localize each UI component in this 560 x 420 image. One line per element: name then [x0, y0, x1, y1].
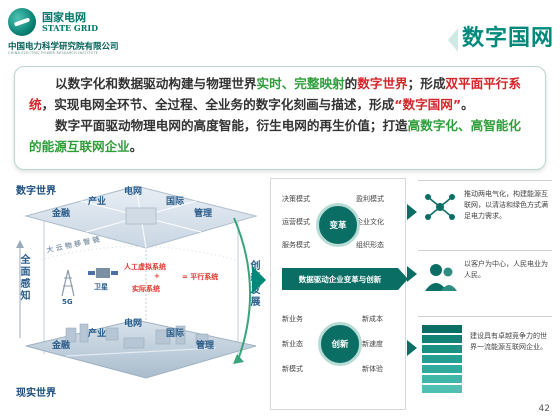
flow-bottom-item-1: 新业务	[282, 315, 303, 323]
top-plane-finance-label: 金融	[52, 209, 71, 219]
bottom-plane-industry-label: 产业	[88, 329, 107, 339]
data-driven-banner: 数据驱动企业变革与创新	[282, 268, 408, 290]
highlight-parallel-system: 双平面平行系统	[29, 76, 521, 112]
institute-english-name: CHINA ELECTRIC POWER RESEARCH INSTITUTE	[8, 51, 99, 55]
top-plane-industry-label: 产业	[88, 197, 107, 207]
info-box-energy: 推动两电气化，构建能源互联网，以清洁和绿色方式满足电力需求。	[418, 180, 552, 244]
parallel-system-label: = 平行系统	[182, 273, 219, 281]
flow-bottom-item-6: 新体验	[362, 365, 383, 373]
institute-name: 中国电力科学研究院有限公司	[8, 42, 119, 52]
intro-text: 数字平面驱动物理电网的高度智能，衍生电网的再生价值；打造	[55, 118, 408, 133]
highlight-digital-grid: “数字国网”	[394, 97, 462, 112]
info-text-energy: 推动两电气化，构建能源互联网，以清洁和绿色方式满足电力需求。	[464, 190, 548, 220]
right-arrow-icon	[407, 266, 417, 282]
flow-bottom-item-3: 新业态	[282, 340, 303, 348]
intro-paragraph-2: 数字平面驱动物理电网的高度智能，衍生电网的再生价值；打造高数字化、高智能化的能源…	[29, 115, 533, 157]
top-plane-grid-label: 电网	[124, 187, 143, 197]
illustration-drawing	[16, 185, 258, 379]
flow-arrow-icon	[252, 266, 266, 294]
slide-title: 数字国网	[461, 26, 554, 51]
plus-sign: +	[154, 272, 160, 280]
state-grid-logo-icon	[8, 8, 36, 36]
digital-world-label: 数字世界	[16, 186, 56, 197]
info-text-enterprise: 建设具有卓越竞争力的世界一流能源互联网企业。	[470, 332, 547, 351]
info-box-enterprise: 建设具有卓越竞争力的世界一流能源互联网企业。	[418, 316, 552, 410]
flow-top-item-4: 企业文化	[356, 218, 384, 226]
top-plane-intl-label: 国际	[166, 197, 185, 207]
flow-top-item-3: 运营模式	[282, 218, 310, 226]
intro-paragraph-1: 以数字化和数据驱动构建与物理世界实时、完整映射的数字世界；形成双平面平行系统，实…	[29, 73, 533, 115]
reform-circle: 变革	[316, 203, 360, 247]
comprehensive-perception-label: 全面感知	[18, 254, 29, 302]
bottom-plane-finance-label: 金融	[52, 341, 71, 351]
top-plane-mgmt-label: 管理	[194, 209, 213, 219]
real-world-label: 现实世界	[16, 388, 56, 399]
info-box-customer: 以客户为中心，人民电业为人民。	[418, 250, 552, 314]
flow-bottom-item-5: 新模式	[282, 365, 303, 373]
company-logo: 国家电网 STATE GRID 中国电力科学研究院有限公司 CHINA ELEC…	[8, 8, 158, 55]
logo-english-name: STATE GRID	[42, 23, 99, 33]
innovation-circle: 创新	[318, 322, 362, 366]
intro-text: 的	[344, 76, 358, 91]
satellite-label: 卫星	[94, 283, 108, 291]
network-icon	[425, 194, 455, 220]
right-arrow-icon	[407, 340, 417, 356]
flow-bottom-item-4: 新速度	[362, 340, 383, 348]
highlight-digital-world: 数字世界	[357, 76, 408, 91]
intro-text: 以数字化和数据驱动构建与物理世界	[55, 76, 257, 91]
flow-top-item-2: 盈利模式	[356, 195, 384, 203]
stair-icon	[422, 325, 462, 393]
highlight-realtime-mapping: 实时、完整映射	[256, 76, 345, 91]
slide-title-area: 数字国网	[394, 16, 554, 58]
actual-system-label: 实际系统	[132, 285, 160, 293]
bottom-plane-intl-label: 国际	[166, 329, 185, 339]
logo-chinese-name: 国家电网	[42, 11, 86, 24]
flow-top-item-1: 决策模式	[282, 195, 310, 203]
intro-text: ；形成	[407, 76, 446, 91]
page-number: 42	[538, 404, 550, 414]
highlight-energy-internet-enterprise: 高数字化、高智能化的能源互联网企业	[29, 118, 521, 154]
bottom-plane-mgmt-label: 管理	[196, 341, 215, 351]
intro-text-box: 以数字化和数据驱动构建与物理世界实时、完整映射的数字世界；形成双平面平行系统，实…	[14, 66, 546, 170]
people-icon	[425, 264, 457, 291]
parallel-system-illustration: 数字世界 电网 产业 金融 国际 管理 大 云 物 移 智 链 全面感知 创新发…	[6, 178, 272, 412]
intro-text: ，实现电网全环节、全过程、全业务的数字化刻画与描述，形成	[41, 97, 395, 112]
flow-bottom-item-2: 新成本	[362, 315, 383, 323]
flow-top-item-6: 组织形态	[356, 241, 384, 249]
bottom-plane-grid-label: 电网	[124, 319, 143, 329]
right-arrow-icon	[407, 204, 417, 220]
title-arrow-decoration	[448, 28, 458, 52]
5g-label: 5G	[62, 298, 73, 306]
intro-text: 。	[461, 97, 474, 112]
virtual-system-label: 人工虚拟系统	[124, 263, 166, 271]
intro-text: 。	[129, 139, 143, 154]
info-text-customer: 以客户为中心，人民电业为人民。	[464, 260, 548, 279]
flow-top-item-5: 服务模式	[282, 241, 310, 249]
